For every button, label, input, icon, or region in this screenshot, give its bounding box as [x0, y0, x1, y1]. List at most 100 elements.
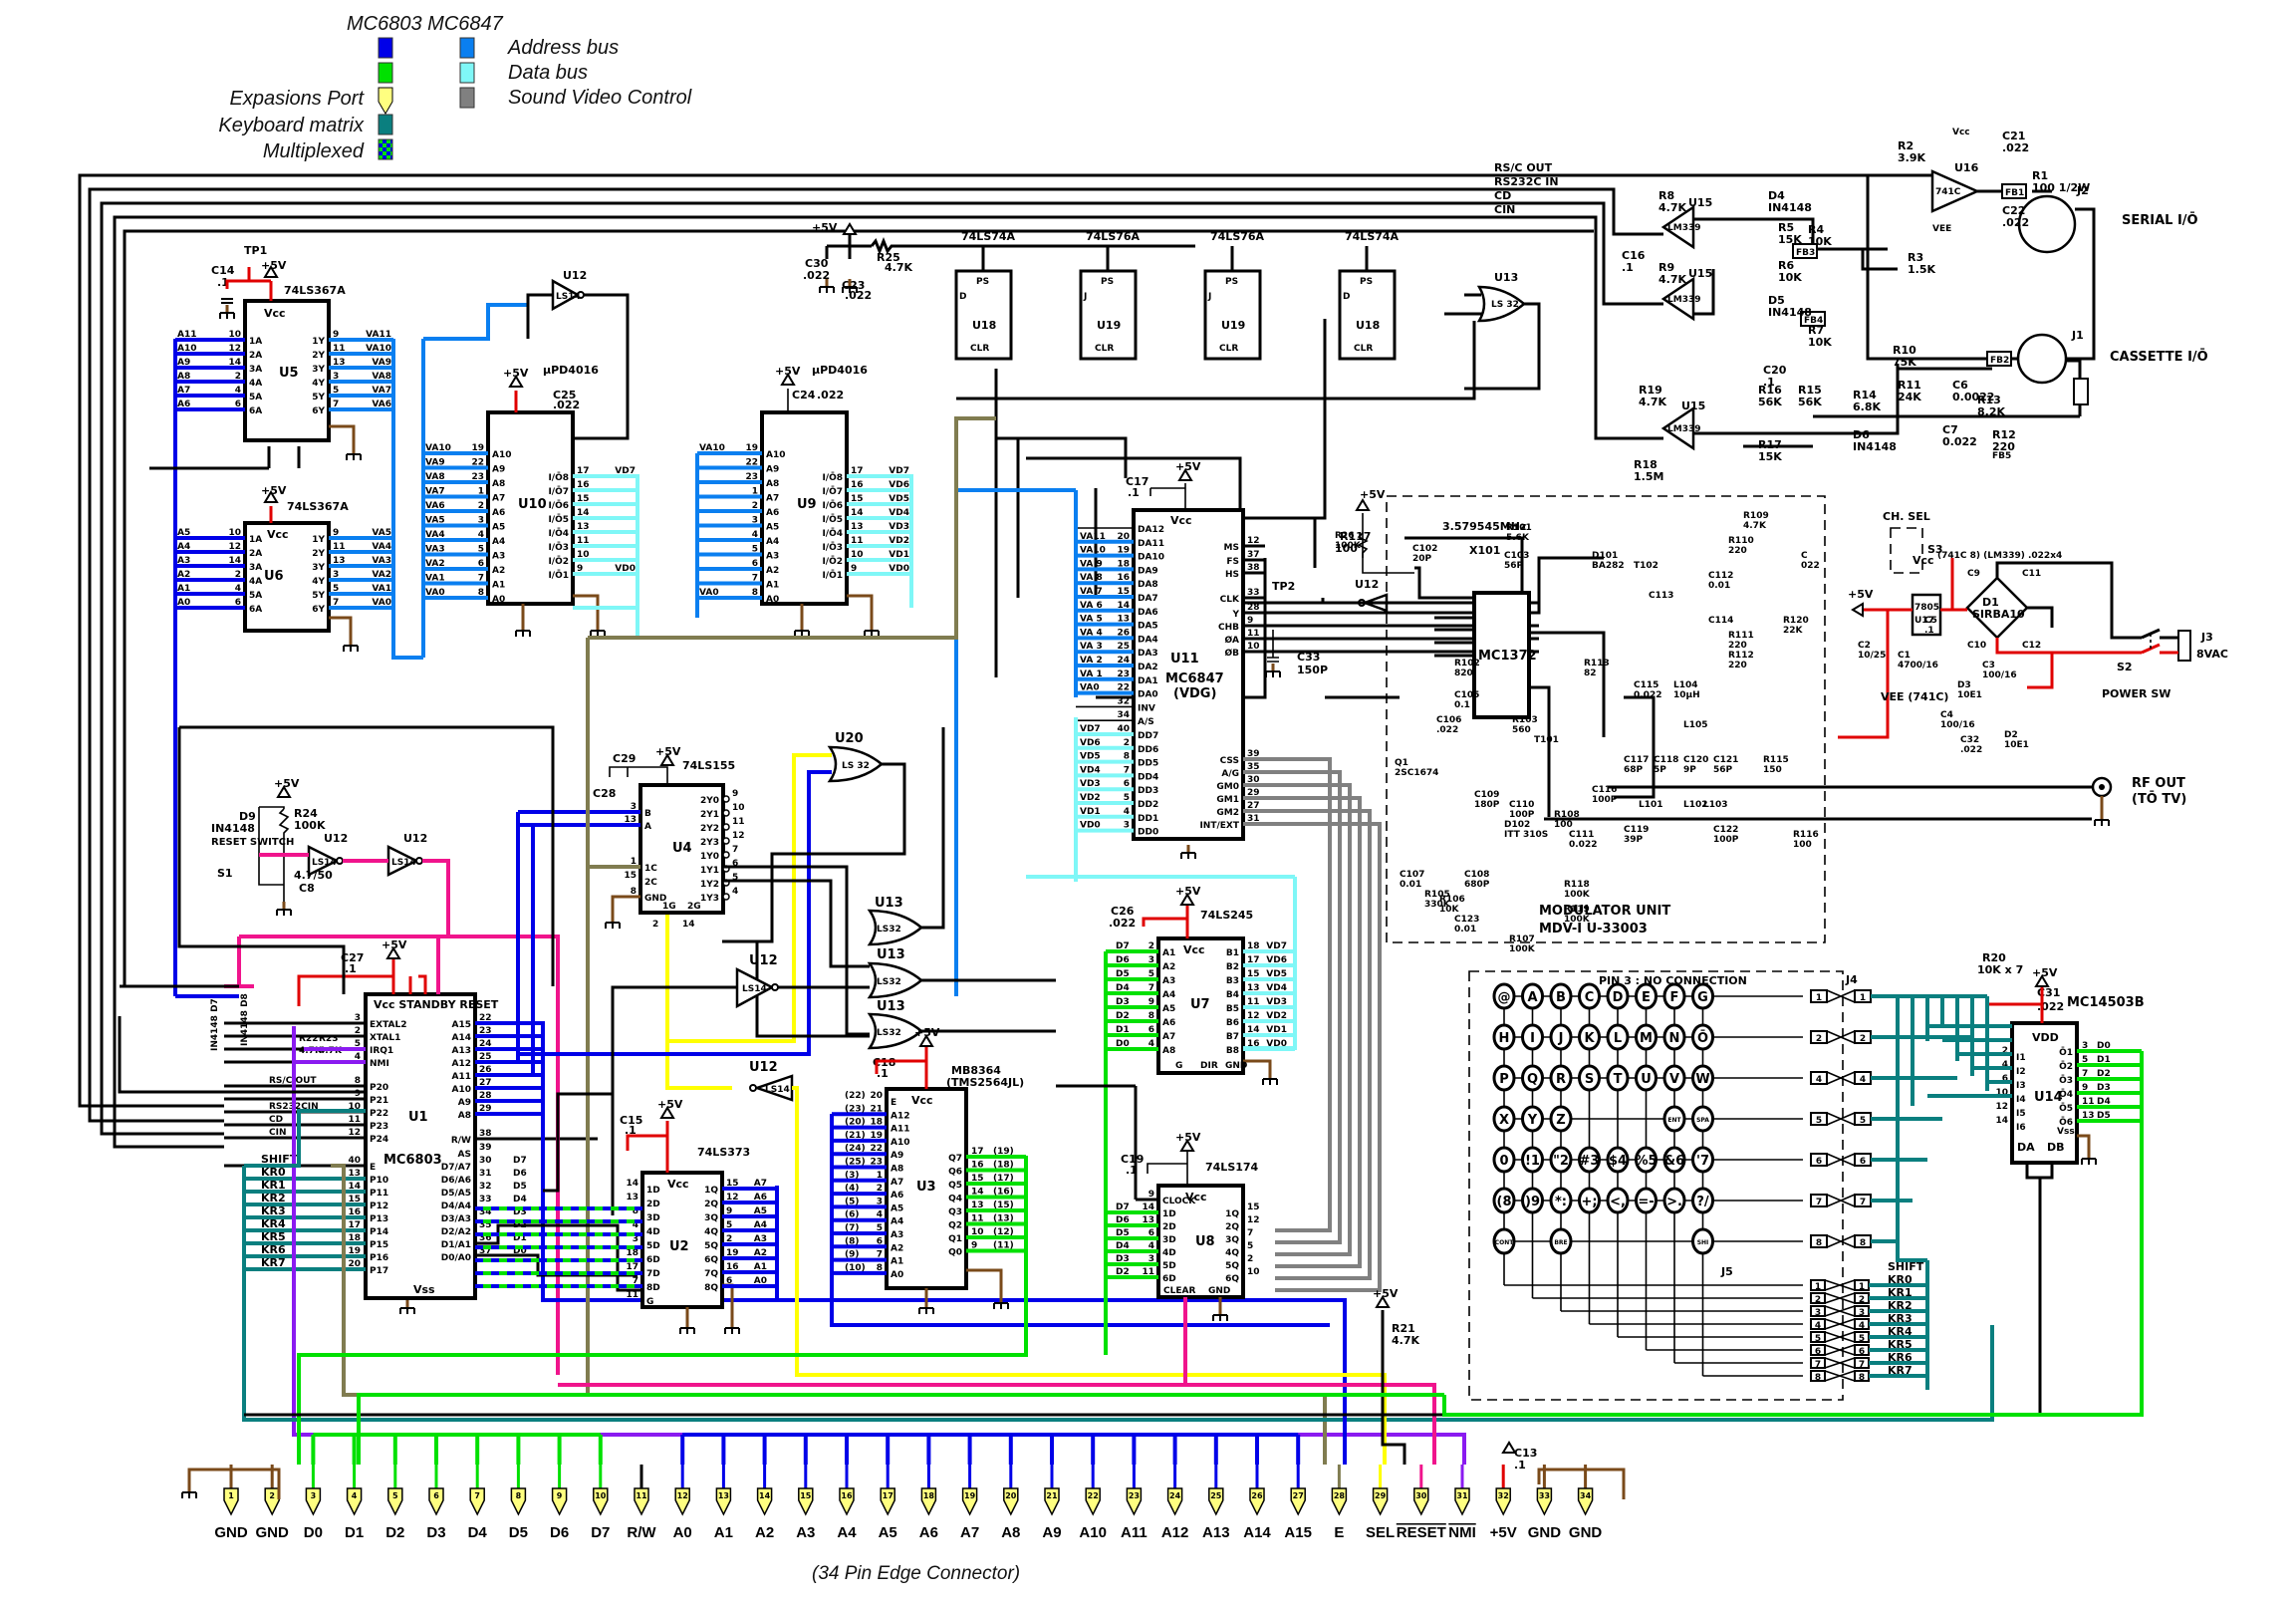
edge-pin-3[interactable]: 3D0: [304, 1465, 323, 1541]
keyboard-key[interactable]: K: [1578, 1023, 1601, 1051]
keyboard-key[interactable]: (8: [1492, 1187, 1516, 1214]
edge-pin-28[interactable]: 28E: [1331, 1465, 1348, 1541]
keyboard-key[interactable]: "2: [1549, 1146, 1573, 1174]
keyboard-key[interactable]: P: [1492, 1064, 1516, 1092]
pin-function: 1Y: [312, 535, 325, 545]
edge-pin-label: GND: [256, 1524, 290, 1541]
keyboard-key[interactable]: U: [1635, 1064, 1658, 1092]
edge-pin-32[interactable]: 32+5V: [1490, 1465, 1517, 1541]
keyboard-key[interactable]: A: [1521, 982, 1544, 1010]
keyboard-key[interactable]: =-: [1635, 1187, 1658, 1214]
keyboard-key[interactable]: N: [1662, 1023, 1686, 1051]
keyboard-key[interactable]: SPA: [1691, 1105, 1714, 1133]
keyboard-key[interactable]: F: [1662, 982, 1686, 1010]
keyboard-key[interactable]: J: [1549, 1023, 1573, 1051]
keyboard-key[interactable]: V: [1662, 1064, 1686, 1092]
keyboard-key[interactable]: Q: [1521, 1064, 1544, 1092]
keyboard-key[interactable]: G: [1691, 982, 1714, 1010]
keyboard-key[interactable]: CONT: [1492, 1227, 1516, 1255]
key-outline: [1635, 1023, 1658, 1051]
keyboard-key[interactable]: )9: [1521, 1187, 1544, 1214]
pin-number: 25: [1117, 642, 1130, 652]
keyboard-key[interactable]: I: [1521, 1023, 1544, 1051]
edge-pin-number: 9: [557, 1491, 563, 1500]
edge-pin-5[interactable]: 5D2: [385, 1465, 404, 1541]
keyboard-key[interactable]: <,: [1606, 1187, 1630, 1214]
modulator-part-ref: R107: [1509, 935, 1535, 944]
pin-number: 3: [2082, 1041, 2088, 1051]
edge-pin-9[interactable]: 9D6: [550, 1465, 569, 1541]
keyboard-key[interactable]: Z: [1549, 1105, 1573, 1133]
keyboard-key[interactable]: L: [1606, 1023, 1630, 1051]
keyboard-key[interactable]: ENT: [1662, 1105, 1686, 1133]
edge-pin-6[interactable]: 6D3: [426, 1465, 446, 1541]
keyboard-key[interactable]: C: [1578, 982, 1601, 1010]
edge-pin-8[interactable]: 8D5: [509, 1465, 528, 1541]
keyboard-key[interactable]: &6: [1662, 1146, 1686, 1174]
keyboard-key[interactable]: Ō: [1691, 1023, 1714, 1051]
keyboard-key[interactable]: B: [1549, 982, 1573, 1010]
signal-label: A5: [754, 1206, 767, 1216]
keyboard-key[interactable]: >.: [1662, 1187, 1686, 1214]
keyboard-key[interactable]: !1: [1521, 1146, 1544, 1174]
keyboard-key[interactable]: $4: [1606, 1146, 1630, 1174]
edge-pin-4[interactable]: 4D1: [345, 1465, 364, 1541]
keyboard-key[interactable]: S: [1578, 1064, 1601, 1092]
j2-serial-connector[interactable]: [2017, 194, 2077, 254]
keyboard-key[interactable]: D: [1606, 982, 1630, 1010]
j1-cassette-connector[interactable]: [2016, 333, 2068, 385]
keyboard-key[interactable]: *:: [1549, 1187, 1573, 1214]
s1-ref[interactable]: S1: [217, 867, 233, 880]
keyboard-key[interactable]: E: [1635, 982, 1658, 1010]
keyboard-key[interactable]: SHI: [1691, 1227, 1714, 1255]
keyboard-key[interactable]: R: [1549, 1064, 1573, 1092]
ch-sel-label[interactable]: CH. SEL: [1883, 510, 1930, 523]
edge-pin-7[interactable]: 7D4: [468, 1465, 488, 1541]
keyboard-key[interactable]: '7: [1691, 1146, 1714, 1174]
keyboard-key[interactable]: 0: [1492, 1146, 1516, 1174]
signal-label: D1: [2097, 1055, 2111, 1065]
pin-function: A3: [1162, 976, 1175, 986]
keyboard-key[interactable]: @: [1492, 982, 1516, 1010]
power-switch-label[interactable]: POWER SW: [2102, 687, 2170, 700]
keyboard-key[interactable]: M: [1635, 1023, 1658, 1051]
u5-testpoint: TP1: [244, 244, 267, 257]
keyboard-key[interactable]: +;: [1578, 1187, 1601, 1214]
edge-pin-11[interactable]: 11R/W: [627, 1465, 656, 1541]
chip-u4: U4 74LS155 C29 C28 +5V 3B13A11C152C8GND2…: [593, 745, 745, 931]
keyboard-key[interactable]: BRE: [1549, 1227, 1573, 1255]
pin-function: INV: [1138, 703, 1155, 713]
keyboard-key[interactable]: T: [1606, 1064, 1630, 1092]
keyboard-key[interactable]: Y: [1521, 1105, 1544, 1133]
keyboard-key[interactable]: X: [1492, 1105, 1516, 1133]
keyboard-key[interactable]: W: [1691, 1064, 1714, 1092]
keyboard-key[interactable]: %5: [1635, 1146, 1658, 1174]
keyboard-key[interactable]: #3: [1578, 1146, 1601, 1174]
keyboard-key[interactable]: H: [1492, 1023, 1516, 1051]
keyboard-key[interactable]: ?/: [1691, 1187, 1714, 1214]
